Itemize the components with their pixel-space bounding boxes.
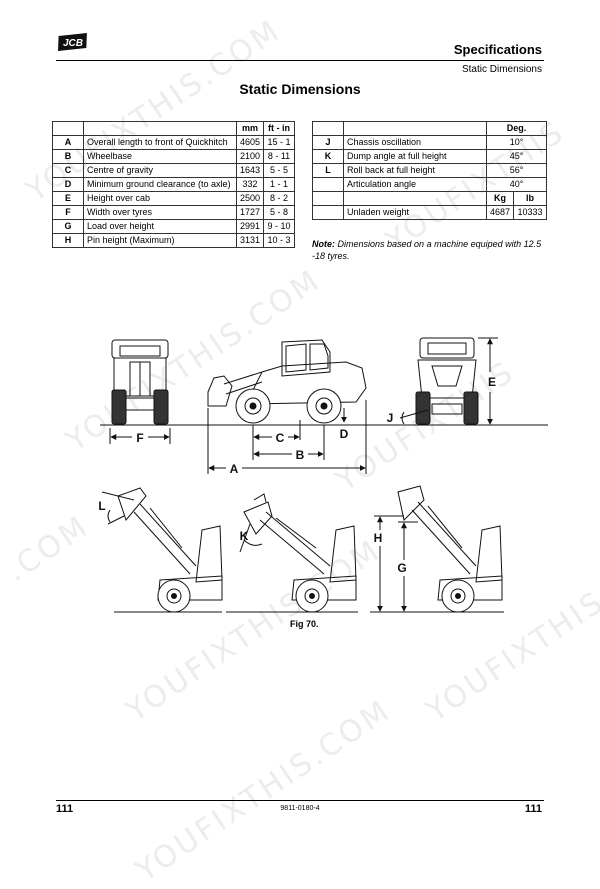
label-f: F [136, 431, 143, 445]
section-title: Specifications [453, 42, 542, 57]
table-row: F Width over tyres 1727 5 - 8 [52, 205, 296, 220]
jcb-logo: JCB [58, 33, 87, 51]
page-number-left: 111 [56, 803, 74, 815]
dimension-labels: F C B A D E J L K H G [98, 375, 496, 575]
loader-height-view [370, 485, 504, 613]
dimension-h [374, 515, 404, 612]
label-h: H [374, 531, 383, 545]
table-row: K Dump angle at full height 45° [312, 149, 548, 164]
subsection-title: Static Dimensions [461, 64, 542, 75]
weight-lb: 10333 [513, 205, 548, 220]
label-j: J [387, 411, 394, 425]
weight-kg: 4687 [485, 205, 515, 220]
angles-weight-table: Deg. J Chassis oscillation 10° K Dump an… [312, 121, 548, 220]
header-divider [56, 60, 544, 61]
dimension-g [398, 521, 418, 612]
loader-dimension-drawing: F C B A D E J L K H G [98, 337, 548, 613]
table-row: H Pin height (Maximum) 3131 10 - 3 [52, 233, 296, 248]
label-g: G [397, 561, 406, 575]
figure-caption: Fig 70. [290, 619, 319, 629]
table-row: E Height over cab 2500 8 - 2 [52, 191, 296, 206]
label-l: L [98, 499, 105, 513]
label-k: K [240, 529, 249, 543]
label-c: C [276, 431, 285, 445]
page-number-right: 111 [524, 803, 542, 815]
label-e: E [488, 375, 496, 389]
label-b: B [296, 448, 305, 462]
dimensions-table: mm ft - in A Overall length to front of … [52, 121, 296, 248]
document-code: 9811-0180-4 [280, 805, 320, 812]
label-d: D [340, 427, 349, 441]
side-view-machine [207, 339, 367, 424]
table-row: D Minimum ground clearance (to axle) 332… [52, 177, 296, 192]
table-row: L Roll back at full height 56° [312, 163, 548, 178]
dimension-f [109, 428, 171, 444]
dimension-a [207, 400, 367, 474]
front-view-machine [111, 339, 169, 425]
loader-dump-view [226, 493, 358, 613]
page-title: Static Dimensions [239, 81, 361, 97]
label-a: A [230, 462, 239, 476]
svg-text:JCB: JCB [63, 38, 83, 49]
note-text: Dimensions based on a machine equiped wi… [312, 239, 542, 261]
dimensions-note: Note: Dimensions based on a machine equi… [312, 238, 546, 262]
rear-view-machine [415, 337, 479, 425]
table-header-row: Kg lb [312, 191, 548, 206]
note-prefix: Note: [312, 239, 335, 249]
footer-divider [56, 800, 544, 801]
table-row: Unladen weight 4687 10333 [312, 205, 548, 220]
dimension-mm: 3131 [235, 233, 265, 248]
dimension-e [478, 337, 498, 425]
dimension-j [399, 409, 429, 425]
dimension-c [252, 420, 325, 460]
table-row: B Wheelbase 2100 8 - 11 [52, 149, 296, 164]
dimension-ftin: 10 - 3 [263, 233, 296, 248]
loader-rollback-view [101, 487, 223, 613]
